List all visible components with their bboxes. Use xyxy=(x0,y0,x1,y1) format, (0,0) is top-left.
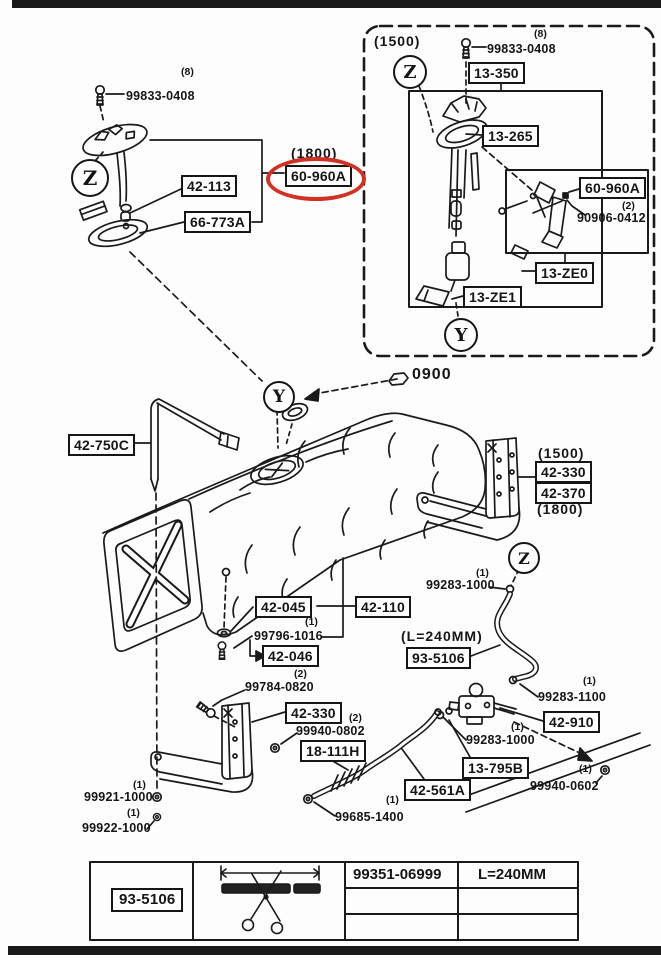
qty-1-99283-1000-b: (1) xyxy=(511,721,524,733)
part-box-42-110[interactable]: 42-110 xyxy=(355,596,412,618)
table-part-number: 99351-06999 xyxy=(353,866,442,883)
part-number-99833-0408-inset: 99833-0408 xyxy=(487,42,556,56)
table-length-value: L=240MM xyxy=(478,866,546,883)
part-box-13-350[interactable]: 13-350 xyxy=(468,62,525,84)
view-marker-z-right: Z xyxy=(508,542,540,574)
part-box-42-113[interactable]: 42-113 xyxy=(181,175,238,197)
part-box-93-5106-mid[interactable]: 93-5106 xyxy=(406,647,471,669)
part-number-99685-1400: 99685-1400 xyxy=(335,810,404,824)
part-box-60-960A-main[interactable]: 60-960A xyxy=(285,165,353,187)
fuel-cock-drawing xyxy=(435,682,651,813)
fuel-tank-drawing xyxy=(102,412,487,662)
part-number-99940-0602: 99940-0602 xyxy=(530,779,599,793)
qty-1-99921: (1) xyxy=(133,779,146,791)
qty-1-99922: (1) xyxy=(127,807,140,819)
part-box-42-750C[interactable]: 42-750C xyxy=(68,434,136,456)
part-box-42-910[interactable]: 42-910 xyxy=(543,711,600,733)
qty-2-99940-0802: (2) xyxy=(349,712,362,724)
sender-assembly-drawing xyxy=(78,84,285,382)
part-number-99940-0802: 99940-0802 xyxy=(296,724,365,738)
parts-table-grid xyxy=(89,861,579,941)
part-number-99784-0820: 99784-0820 xyxy=(245,680,314,694)
variant-1800-top: (1800) xyxy=(291,145,338,161)
part-box-42-370[interactable]: 42-370 xyxy=(535,482,592,504)
hose-length-note: (L=240MM) xyxy=(401,628,483,644)
right-bracket-drawing xyxy=(416,437,536,587)
qty-8-sender-screws: (8) xyxy=(181,66,194,78)
part-box-18-111H[interactable]: 18-111H xyxy=(300,740,366,762)
part-box-42-561A[interactable]: 42-561A xyxy=(404,779,472,801)
part-box-13-265[interactable]: 13-265 xyxy=(482,125,539,147)
qty-1-99685: (1) xyxy=(386,794,399,806)
part-box-13-ZE1[interactable]: 13-ZE1 xyxy=(463,286,523,308)
part-number-99796-1016: 99796-1016 xyxy=(254,629,323,643)
left-bracket-drawing xyxy=(146,689,298,830)
view-marker-z-left: Z xyxy=(71,159,109,197)
variant-1500-inset: (1500) xyxy=(374,33,421,49)
fuel-hose-drawing xyxy=(302,708,442,817)
qty-2-99784: (2) xyxy=(294,668,307,680)
table-part-box-93-5106[interactable]: 93-5106 xyxy=(111,888,184,912)
view-marker-z-inset: Z xyxy=(393,55,427,89)
part-number-99283-1100: 99283-1100 xyxy=(538,690,607,704)
part-box-42-330-right[interactable]: 42-330 xyxy=(535,461,592,483)
top-border-bar xyxy=(12,0,661,8)
qty-8-inset-screws: (8) xyxy=(534,28,547,40)
variant-1500-right: (1500) xyxy=(538,445,585,461)
part-number-0900: 0900 xyxy=(412,366,452,383)
part-box-13-ZE0[interactable]: 13-ZE0 xyxy=(535,262,595,284)
filler-cap-drawing xyxy=(276,372,409,449)
part-box-66-773A[interactable]: 66-773A xyxy=(184,211,252,233)
part-number-99921-1000: 99921-1000 xyxy=(84,790,153,804)
part-number-99283-1000-a: 99283-1000 xyxy=(426,578,495,592)
part-number-99833-0408-left: 99833-0408 xyxy=(126,89,195,103)
variant-1800-right: (1800) xyxy=(537,501,584,517)
part-box-42-046[interactable]: 42-046 xyxy=(262,645,319,667)
view-marker-y-mid: Y xyxy=(263,381,295,413)
breather-pipe-drawing xyxy=(470,584,539,698)
qty-1-99283-1100: (1) xyxy=(583,675,596,687)
part-box-13-795B[interactable]: 13-795B xyxy=(462,757,530,779)
scissors-cut-illustration xyxy=(220,865,321,935)
part-number-90906-0412: 90906-0412 xyxy=(577,211,646,225)
tank-strap-drawing xyxy=(130,398,240,792)
qty-1-99796: (1) xyxy=(305,616,318,628)
part-box-42-045[interactable]: 42-045 xyxy=(255,596,312,618)
view-marker-y-inset: Y xyxy=(444,318,478,352)
qty-1-99940-0602: (1) xyxy=(579,763,592,775)
qty-1-99283-1000-a: (1) xyxy=(476,567,489,579)
qty-2-90906: (2) xyxy=(622,200,635,212)
bottom-border-bar xyxy=(8,946,661,955)
part-number-99283-1000-b: 99283-1000 xyxy=(466,733,535,747)
part-number-99922-1000: 99922-1000 xyxy=(82,821,151,835)
part-box-42-330-left[interactable]: 42-330 xyxy=(285,702,342,724)
part-box-60-960A-inset[interactable]: 60-960A xyxy=(579,177,647,199)
